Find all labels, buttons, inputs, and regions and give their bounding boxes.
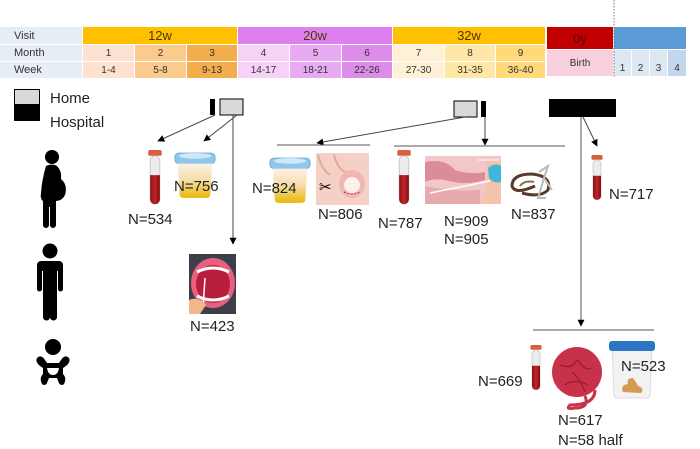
hospital-marker-32w bbox=[481, 101, 486, 117]
blood-tube-icon bbox=[396, 150, 412, 205]
toenail-clipping-icon: ✂ bbox=[316, 153, 369, 205]
count-32w-swab-1: N=909 bbox=[444, 213, 489, 230]
count-12w-urine: N=756 bbox=[174, 178, 219, 195]
month-cell: 9 bbox=[496, 45, 545, 61]
visit-12w: 12w bbox=[83, 27, 237, 44]
postnatal-month-2: 2 bbox=[632, 50, 649, 76]
count-32w-blood: N=787 bbox=[378, 215, 423, 232]
postnatal-month-1: 1 bbox=[614, 50, 631, 76]
visit-20w: 20w bbox=[238, 27, 392, 44]
blood-tube-icon bbox=[147, 150, 163, 205]
week-cell: 18-21 bbox=[290, 62, 341, 78]
arrow-birth-mother bbox=[582, 116, 598, 147]
pregnant-woman-icon bbox=[40, 150, 66, 228]
week-cell: 5-8 bbox=[135, 62, 186, 78]
person-icon bbox=[37, 243, 63, 321]
week-cell: 27-30 bbox=[393, 62, 444, 78]
week-cell: 14-17 bbox=[238, 62, 289, 78]
count-birth-mother-blood: N=717 bbox=[609, 186, 654, 203]
count-birth-placenta: N=617 bbox=[558, 412, 603, 429]
stool-cup-icon bbox=[609, 341, 655, 399]
hospital-marker-12w bbox=[210, 99, 215, 115]
week-cell: 1-4 bbox=[83, 62, 134, 78]
count-32w-swab-2: N=905 bbox=[444, 231, 489, 248]
placenta-icon bbox=[552, 347, 602, 411]
week-cell: 31-35 bbox=[445, 62, 495, 78]
month-cell: 6 bbox=[342, 45, 392, 61]
count-birth-meconium: N=523 bbox=[621, 358, 666, 375]
month-cell: 8 bbox=[445, 45, 495, 61]
month-cell: 2 bbox=[135, 45, 186, 61]
baby-icon bbox=[36, 339, 70, 385]
visit-postnatal bbox=[614, 27, 686, 49]
hair-strand-icon bbox=[510, 163, 553, 199]
row-label-visit: Visit bbox=[0, 27, 82, 44]
arrow-12w-urine bbox=[203, 114, 238, 142]
postnatal-month-4: 4 bbox=[668, 50, 686, 76]
arrow-12w-blood bbox=[157, 114, 216, 142]
row-label-month: Month bbox=[0, 45, 82, 61]
visit-0y: 0y bbox=[547, 27, 613, 49]
home-swatch bbox=[14, 89, 40, 104]
hospital-swatch bbox=[14, 104, 40, 121]
month-cell: 4 bbox=[238, 45, 289, 61]
month-cell: 3 bbox=[187, 45, 237, 61]
row-label-week: Week bbox=[0, 62, 82, 78]
month-cell: 5 bbox=[290, 45, 341, 61]
hospital-marker-birth bbox=[549, 99, 616, 117]
mouth-swab-icon bbox=[189, 254, 236, 314]
arrow-20w bbox=[316, 116, 466, 146]
count-birth-cord-blood: N=669 bbox=[478, 373, 523, 390]
count-12w-saliva: N=423 bbox=[190, 318, 235, 335]
visit-32w: 32w bbox=[393, 27, 545, 44]
count-20w-toenail: N=806 bbox=[318, 206, 363, 223]
count-12w-blood: N=534 bbox=[128, 211, 173, 228]
birth-cell: Birth bbox=[547, 50, 613, 76]
postnatal-month-3: 3 bbox=[650, 50, 667, 76]
svg-text:✂: ✂ bbox=[319, 178, 332, 196]
blood-tube-icon bbox=[529, 344, 543, 391]
week-cell: 36-40 bbox=[496, 62, 545, 78]
week-cell: 22-26 bbox=[342, 62, 392, 78]
vaginal-swab-icon bbox=[425, 156, 501, 204]
home-marker-12w bbox=[219, 98, 244, 116]
month-cell: 1 bbox=[83, 45, 134, 61]
month-cell: 7 bbox=[393, 45, 444, 61]
legend-hospital-label: Hospital bbox=[50, 114, 105, 131]
legend-home-label: Home bbox=[50, 90, 91, 107]
home-marker-32w bbox=[453, 100, 478, 118]
blood-tube-icon bbox=[590, 154, 604, 201]
week-cell: 9-13 bbox=[187, 62, 237, 78]
count-32w-hair: N=837 bbox=[511, 206, 556, 223]
count-20w-urine: N=824 bbox=[252, 180, 297, 197]
